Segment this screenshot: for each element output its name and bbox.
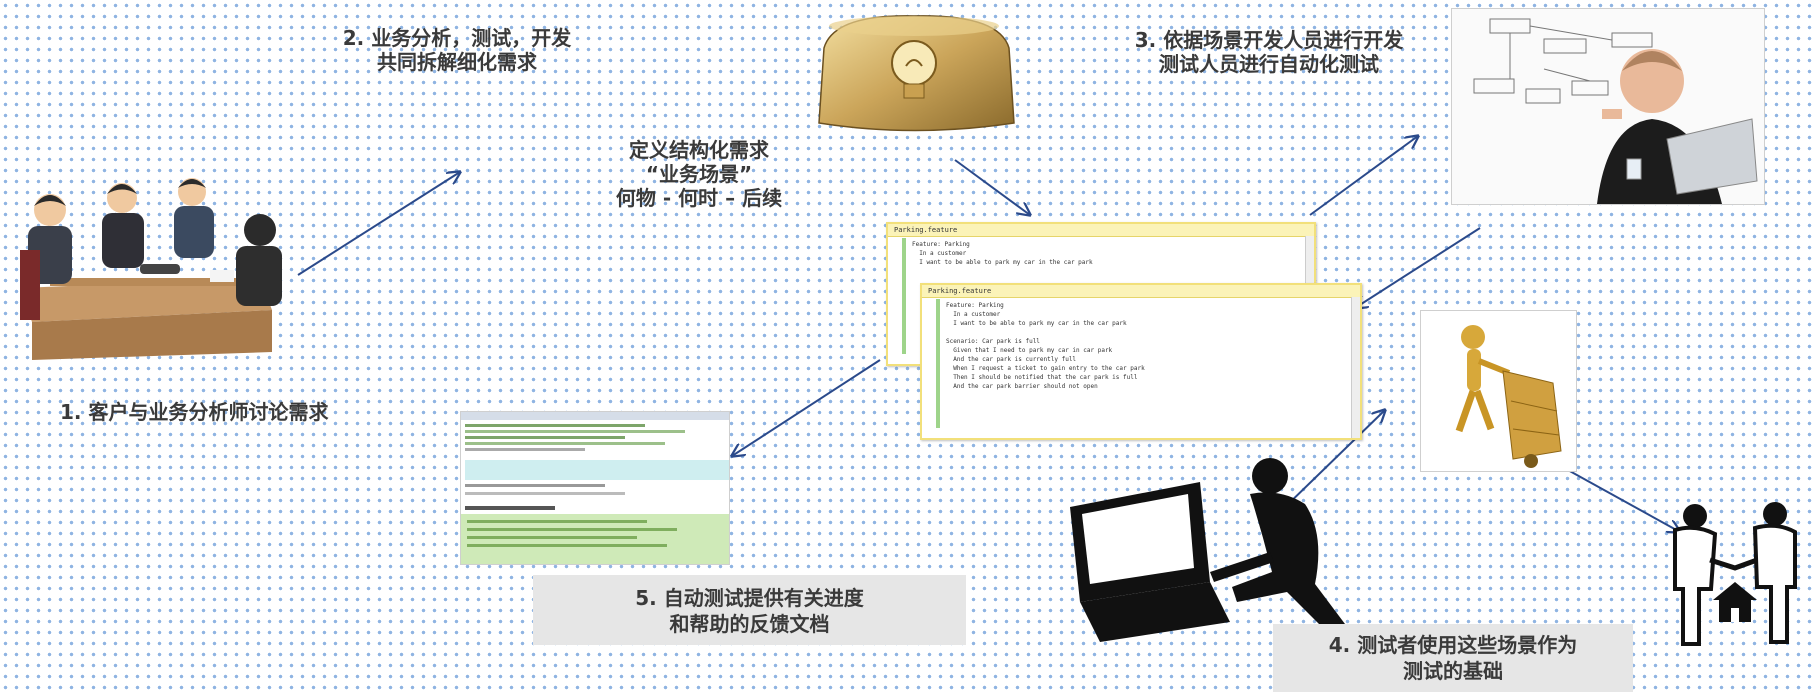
step-5-line2: 和帮助的反馈文档	[669, 612, 830, 636]
step-4-line2: 测试的基础	[1403, 659, 1503, 683]
test-report-window	[460, 411, 730, 565]
center-note-line2: “业务场景”	[645, 162, 753, 186]
computer-user-silhouette	[1060, 452, 1350, 657]
golden-figure-hand-truck	[1420, 310, 1577, 472]
step-2-line1: 2. 业务分析，测试，开发	[342, 26, 572, 50]
step-5-line1: 5. 自动测试提供有关进度	[635, 586, 864, 610]
step-3-line2: 测试人员进行自动化测试	[1159, 52, 1379, 76]
feature-file-window-front: Parking.feature Feature: Parking In a cu…	[920, 283, 1362, 440]
center-note-line1: 定义结构化需求	[629, 138, 769, 162]
handshake-house-icon	[1655, 500, 1805, 650]
arrow-meeting-to-analysis	[297, 172, 460, 276]
step-4-box: 4. 测试者使用这些场景作为 测试的基础	[1273, 624, 1633, 692]
step-4-line1: 4. 测试者使用这些场景作为	[1328, 633, 1578, 657]
center-note: 定义结构化需求 “业务场景” 何物 - 何时 – 后续	[588, 138, 810, 210]
arrow-presenter-to-feature	[1355, 227, 1481, 308]
step-3-label: 3. 依据场景开发人员进行开发 测试人员进行自动化测试	[1108, 28, 1430, 76]
center-note-line3: 何物 - 何时 – 后续	[615, 186, 783, 210]
presenter-laptop-photo	[1451, 8, 1765, 205]
meeting-people-illustration	[10, 170, 285, 360]
step-1-line: 1. 客户与业务分析师讨论需求	[60, 400, 329, 424]
lightbulb-box-illustration	[814, 8, 1019, 138]
step-1-label: 1. 客户与业务分析师讨论需求	[60, 400, 390, 424]
step-3-line1: 3. 依据场景开发人员进行开发	[1134, 28, 1404, 52]
arrow-feature-to-presenter	[1309, 136, 1418, 216]
arrow-feature-to-report	[732, 359, 881, 456]
arrow-bulb-to-feature	[954, 159, 1030, 215]
step-2-label: 2. 业务分析，测试，开发 共同拆解细化需求	[312, 26, 602, 74]
step-2-line2: 共同拆解细化需求	[377, 50, 537, 74]
step-5-box: 5. 自动测试提供有关进度 和帮助的反馈文档	[533, 575, 966, 645]
